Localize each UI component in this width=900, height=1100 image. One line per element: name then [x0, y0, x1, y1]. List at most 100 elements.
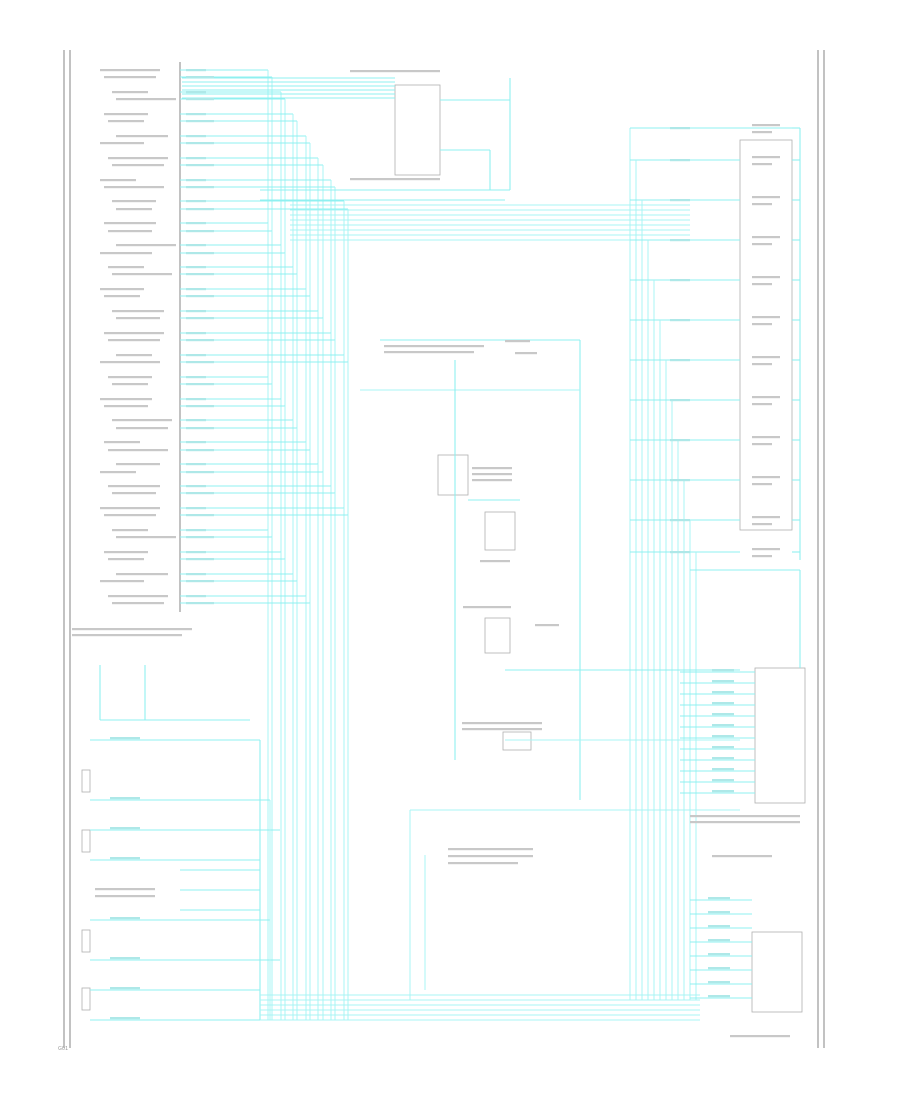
label-placeholder [112, 164, 164, 167]
label-placeholder [752, 323, 772, 326]
label-placeholder [350, 70, 440, 73]
label-placeholder [104, 222, 156, 225]
label-placeholder [752, 363, 772, 366]
label-placeholder [752, 276, 780, 279]
label-placeholder [186, 91, 206, 94]
label-placeholder [108, 230, 152, 233]
label-placeholder [350, 178, 440, 181]
label-placeholder [670, 239, 690, 242]
label-placeholder [104, 405, 148, 408]
center-switch [437, 454, 469, 496]
right-lower-controller [751, 931, 803, 1013]
label-placeholder [108, 266, 144, 269]
label-placeholder [100, 288, 144, 291]
page-frame [63, 50, 825, 1048]
label-placeholder [462, 728, 542, 731]
label-placeholder [384, 345, 484, 348]
label-placeholder [186, 602, 214, 605]
label-placeholder [186, 179, 206, 182]
label-placeholder [712, 691, 734, 694]
label-placeholder [186, 295, 214, 298]
label-placeholder [186, 383, 214, 386]
label-placeholder [110, 1017, 140, 1020]
label-placeholder [112, 310, 164, 313]
label-placeholder [515, 352, 537, 355]
label-placeholder [100, 69, 160, 72]
label-placeholder [100, 142, 144, 145]
label-placeholder [186, 492, 214, 495]
label-placeholder [104, 113, 148, 116]
label-placeholder [690, 821, 800, 824]
component-outlines [81, 84, 806, 1013]
label-placeholder [752, 555, 772, 558]
label-placeholder [752, 203, 772, 206]
label-placeholder [112, 492, 156, 495]
label-placeholder [186, 507, 206, 510]
label-placeholder [108, 449, 168, 452]
label-placeholder [186, 427, 214, 430]
label-placeholder [104, 295, 140, 298]
label-placeholder [708, 939, 730, 942]
label-placeholder [463, 606, 511, 609]
label-placeholder [708, 995, 730, 998]
label-placeholder [112, 91, 148, 94]
label-placeholder [752, 443, 772, 446]
label-placeholder [186, 441, 206, 444]
label-placeholder [752, 403, 772, 406]
label-placeholder [104, 514, 156, 517]
label-placeholder [670, 199, 690, 202]
label-placeholder [708, 911, 730, 914]
label-placeholder [708, 925, 730, 928]
label-placeholder [670, 551, 690, 554]
label-placeholder [186, 339, 214, 342]
label-placeholder [186, 252, 214, 255]
label-placeholder [712, 702, 734, 705]
label-placeholder [100, 179, 136, 182]
label-placeholder [95, 895, 155, 898]
label-placeholder [535, 624, 559, 627]
label-placeholder [186, 376, 206, 379]
label-placeholder [712, 746, 734, 749]
label-placeholder [186, 244, 206, 247]
left-sensor-3 [81, 929, 91, 953]
label-placeholder [100, 361, 160, 364]
label-placeholder [186, 98, 214, 101]
label-placeholder [708, 897, 730, 900]
label-placeholder [670, 319, 690, 322]
left-sensor-4 [81, 987, 91, 1011]
label-placeholder [104, 551, 148, 554]
label-placeholder [108, 157, 168, 160]
label-placeholder [712, 790, 734, 793]
label-placeholder [186, 405, 214, 408]
label-placeholder [186, 332, 206, 335]
label-placeholder [384, 351, 474, 354]
label-placeholder [110, 737, 140, 740]
label-placeholder [186, 449, 214, 452]
label-placeholder [108, 120, 144, 123]
label-placeholder [472, 473, 512, 476]
label-placeholder [752, 196, 780, 199]
label-placeholder [116, 354, 152, 357]
label-placeholder [100, 507, 160, 510]
label-placeholder [104, 76, 156, 79]
label-placeholder [95, 888, 155, 891]
label-placeholder [712, 757, 734, 760]
label-placeholder [116, 317, 160, 320]
label-placeholder [670, 439, 690, 442]
label-placeholder [472, 467, 512, 470]
label-placeholder [752, 283, 772, 286]
label-placeholder [186, 273, 214, 276]
label-placeholder [712, 855, 772, 858]
label-placeholder [186, 142, 214, 145]
label-placeholder [116, 427, 168, 430]
label-placeholder [186, 317, 214, 320]
label-placeholder [110, 857, 140, 860]
center-connector [502, 731, 532, 751]
page-footer-code: G01 [58, 1046, 69, 1052]
label-placeholder [108, 558, 144, 561]
label-placeholder [712, 735, 734, 738]
label-placeholder [752, 236, 780, 239]
label-placeholder [186, 208, 214, 211]
label-placeholder [448, 848, 533, 851]
label-placeholder [752, 523, 772, 526]
